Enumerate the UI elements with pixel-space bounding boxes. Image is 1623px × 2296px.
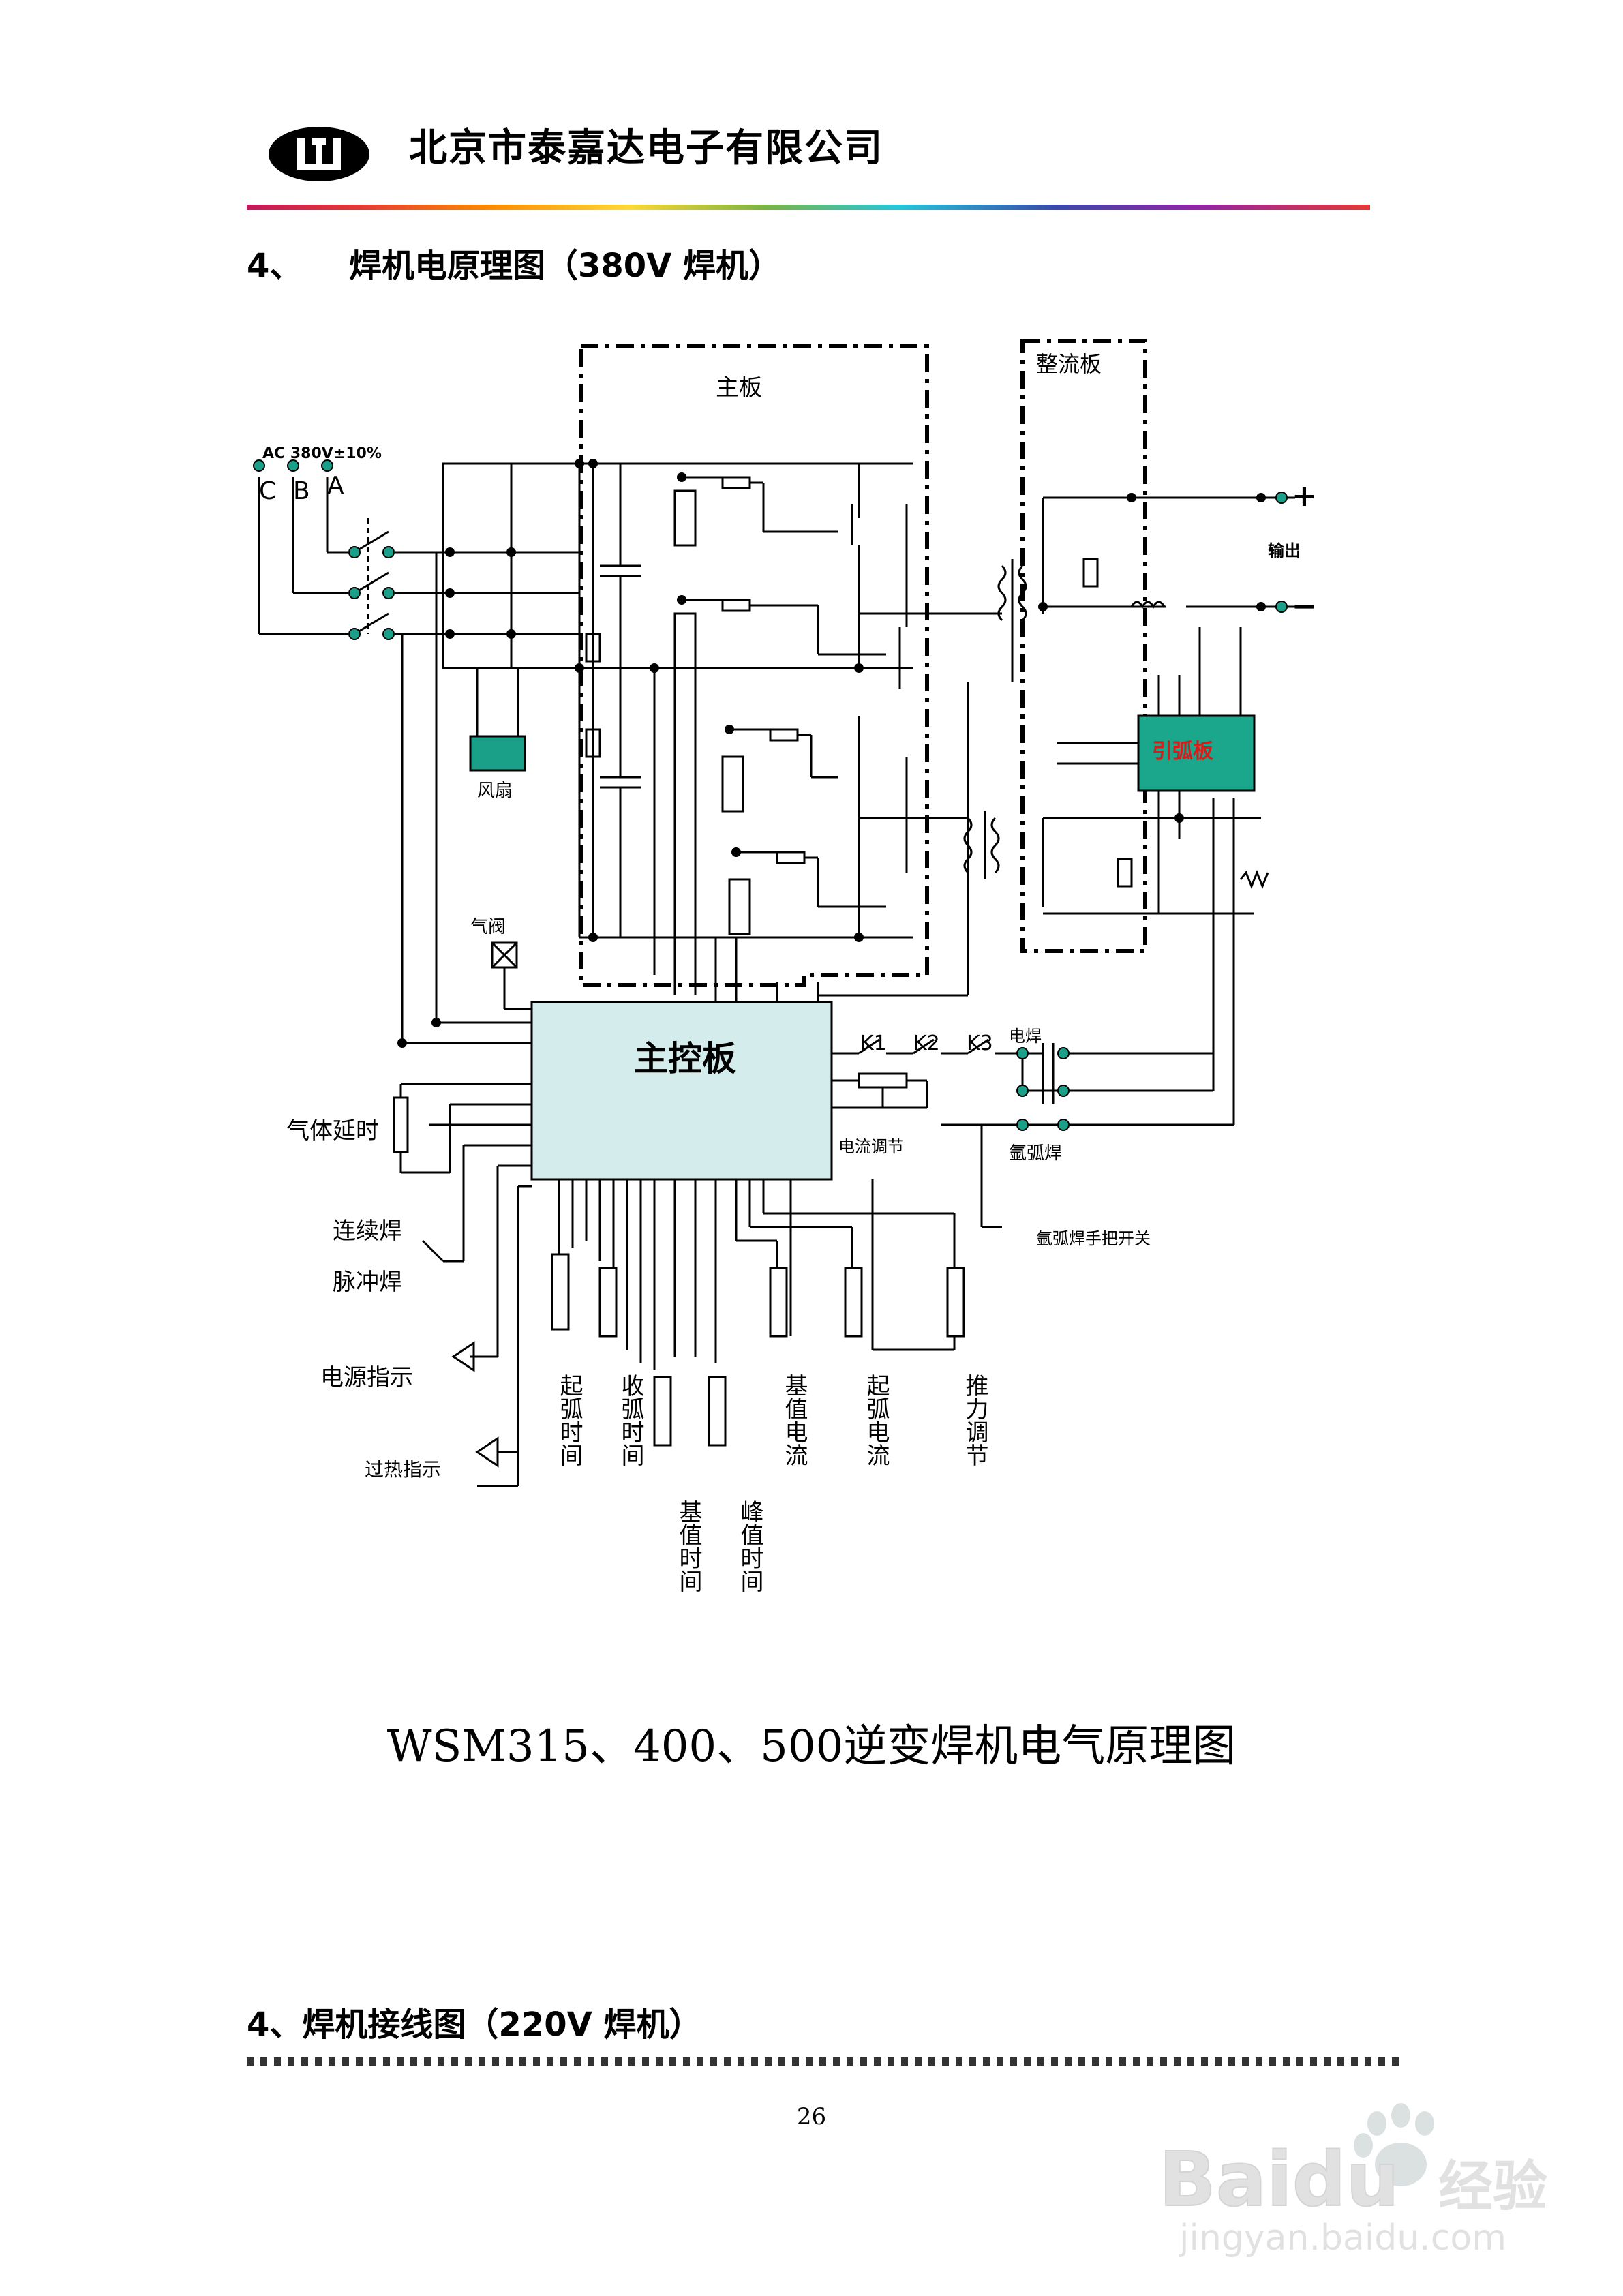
watermark-url: jingyan.baidu.com: [1179, 2218, 1506, 2259]
watermark-brand: Baidu: [1159, 2136, 1399, 2223]
section-1-title: 焊机电原理图（380V 焊机）: [349, 247, 782, 285]
watermark-sub-brand: 经验: [1438, 2155, 1547, 2218]
label-rectifier-board: 整流板: [1036, 351, 1102, 377]
label-arc-start-current: 起弧电流: [862, 1374, 890, 1466]
label-argon-torch-switch: 氩弧焊手把开关: [1036, 1229, 1151, 1248]
label-arc-start-time: 起弧时间: [556, 1374, 583, 1466]
label-gas-delay: 气体延时: [286, 1117, 379, 1145]
label-controller: 主控板: [634, 1039, 736, 1078]
dotted-rule: [247, 2057, 1399, 2066]
label-base-time: 基值时间: [675, 1500, 702, 1592]
baidu-watermark: Baidu 经验 jingyan.baidu.com: [1158, 2103, 1547, 2259]
main-controller-box: [530, 1001, 833, 1181]
label-main-board: 主板: [716, 374, 762, 402]
section-2-heading: 4、焊机接线图（220V 焊机）: [247, 2006, 702, 2044]
company-name: 北京市泰嘉达电子有限公司: [409, 126, 883, 170]
label-current-adjust: 电流调节: [838, 1137, 904, 1156]
label-k3: K3: [967, 1031, 993, 1055]
header-rule: [247, 205, 1370, 210]
label-peak-time: 峰值时间: [736, 1500, 763, 1592]
label-electric-weld: 电焊: [1009, 1027, 1042, 1046]
label-phase-c: C: [259, 477, 276, 505]
section-1-number: 4、: [247, 247, 303, 285]
diagram-caption: WSM315、400、500逆变焊机电气原理图: [386, 1721, 1237, 1772]
label-arc-end-time: 收弧时间: [617, 1374, 644, 1466]
rectifier-board-box: [1020, 339, 1147, 953]
circuit-diagram: 主板 整流板 AC 380V±10% C B A + 输出 − 引弧板 风扇 气…: [253, 339, 1317, 1592]
label-power-indicator: 电源指示: [320, 1364, 413, 1391]
label-k1: K1: [860, 1031, 887, 1055]
label-overheat-indicator: 过热指示: [365, 1458, 441, 1481]
label-arc-board: 引弧板: [1152, 740, 1213, 764]
label-thrust-adjust: 推力调节: [961, 1374, 988, 1466]
company-logo: [269, 127, 369, 181]
label-output-plus: +: [1292, 479, 1317, 513]
label-output: 输出: [1268, 541, 1301, 560]
label-base-current: 基值电流: [780, 1374, 808, 1466]
label-pulse-weld: 脉冲焊: [333, 1269, 402, 1296]
label-gas-valve: 气阀: [470, 917, 506, 937]
arc-board: [1137, 714, 1256, 792]
label-argon-weld: 氩弧焊: [1009, 1143, 1062, 1164]
label-ac-input: AC 380V±10%: [262, 445, 382, 462]
label-continuous-weld: 连续焊: [333, 1218, 402, 1245]
page-number: 26: [796, 2103, 827, 2130]
label-output-minus: −: [1292, 589, 1317, 624]
label-phase-b: B: [293, 477, 310, 505]
main-board-box: [579, 344, 929, 987]
label-k2: K2: [913, 1031, 940, 1055]
label-phase-a: A: [327, 472, 344, 500]
section-1-heading: 4、 焊机电原理图（380V 焊机）: [247, 239, 781, 286]
label-fan: 风扇: [477, 781, 513, 801]
